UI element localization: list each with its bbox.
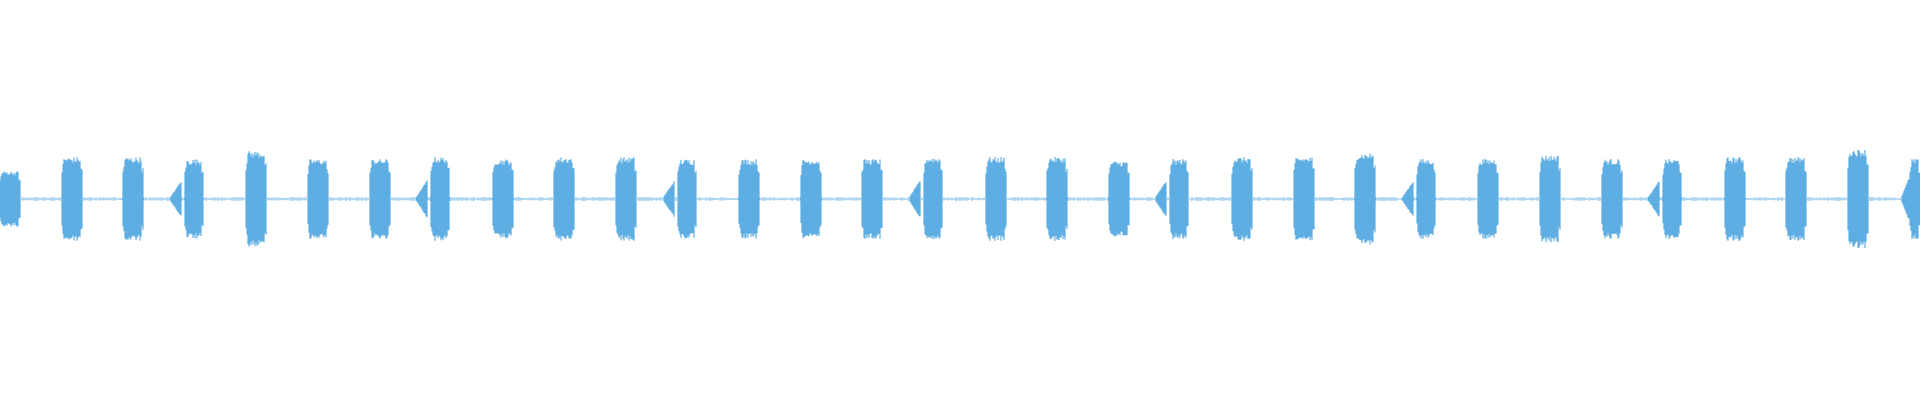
waveform-burst <box>1785 157 1807 241</box>
waveform-burst-shape <box>170 159 204 239</box>
waveform-burst-shape <box>1231 157 1253 241</box>
waveform-burst <box>615 157 637 241</box>
waveform-burst-shape <box>1539 155 1561 243</box>
waveform-burst-shape <box>1901 159 1920 239</box>
waveform-burst-shape <box>1402 159 1436 239</box>
waveform-burst-shape <box>245 151 267 247</box>
waveform-burst-shape <box>553 157 575 241</box>
waveform-burst <box>1155 159 1189 239</box>
waveform-burst-shape <box>1724 157 1746 241</box>
waveform-burst <box>170 159 204 239</box>
waveform-burst <box>1847 149 1869 249</box>
waveform-burst-shape <box>1293 157 1315 241</box>
waveform-burst-shape <box>61 157 83 241</box>
waveform-burst <box>122 157 144 241</box>
waveform-burst-shape <box>369 159 391 239</box>
waveform-burst <box>307 159 329 239</box>
waveform-burst-shape <box>738 159 760 239</box>
waveform-burst-shape <box>416 157 450 241</box>
waveform-burst <box>1477 159 1499 239</box>
waveform-burst <box>1231 157 1253 241</box>
waveform-burst-shape <box>122 157 144 241</box>
waveform-burst <box>1901 159 1920 239</box>
waveform-burst-shape <box>307 159 329 239</box>
waveform-burst-shape <box>1155 159 1189 239</box>
waveform-burst <box>1648 159 1682 239</box>
waveform-bursts <box>0 149 1920 249</box>
waveform-burst <box>1402 159 1436 239</box>
waveform-burst <box>1354 153 1376 245</box>
waveform-burst <box>1293 157 1315 241</box>
waveform-burst <box>1601 159 1623 239</box>
waveform-burst <box>985 157 1007 241</box>
waveform-burst-shape <box>615 157 637 241</box>
waveform-burst <box>416 157 450 241</box>
waveform-burst-shape <box>909 158 943 240</box>
waveform-burst-shape <box>663 159 697 239</box>
waveform-burst <box>909 158 943 240</box>
waveform-noise-floor <box>0 197 1920 201</box>
waveform-burst <box>1046 157 1068 241</box>
waveform-burst-shape <box>1477 159 1499 239</box>
waveform-burst-shape <box>1648 159 1682 239</box>
waveform-burst <box>0 171 21 227</box>
waveform-burst-shape <box>1046 157 1068 241</box>
waveform-burst-shape <box>1601 159 1623 239</box>
waveform-burst <box>553 157 575 241</box>
waveform-burst-shape <box>0 171 21 227</box>
waveform-burst <box>663 159 697 239</box>
waveform-burst <box>800 159 822 239</box>
waveform-burst <box>61 157 83 241</box>
waveform-burst-shape <box>1354 153 1376 245</box>
waveform-burst <box>492 159 514 239</box>
waveform-burst <box>369 159 391 239</box>
waveform-burst-shape <box>1108 161 1130 237</box>
waveform-burst <box>1724 157 1746 241</box>
waveform-burst-shape <box>1785 157 1807 241</box>
waveform-burst-shape <box>800 159 822 239</box>
waveform-baseline <box>0 197 1920 201</box>
waveform-burst <box>861 159 883 239</box>
waveform-burst <box>1539 155 1561 243</box>
waveform-burst-shape <box>492 159 514 239</box>
waveform-burst <box>738 159 760 239</box>
waveform-burst <box>245 151 267 247</box>
waveform-burst-shape <box>1847 149 1869 249</box>
waveform-burst <box>1108 161 1130 237</box>
waveform-burst-shape <box>985 157 1007 241</box>
waveform-burst-shape <box>861 159 883 239</box>
